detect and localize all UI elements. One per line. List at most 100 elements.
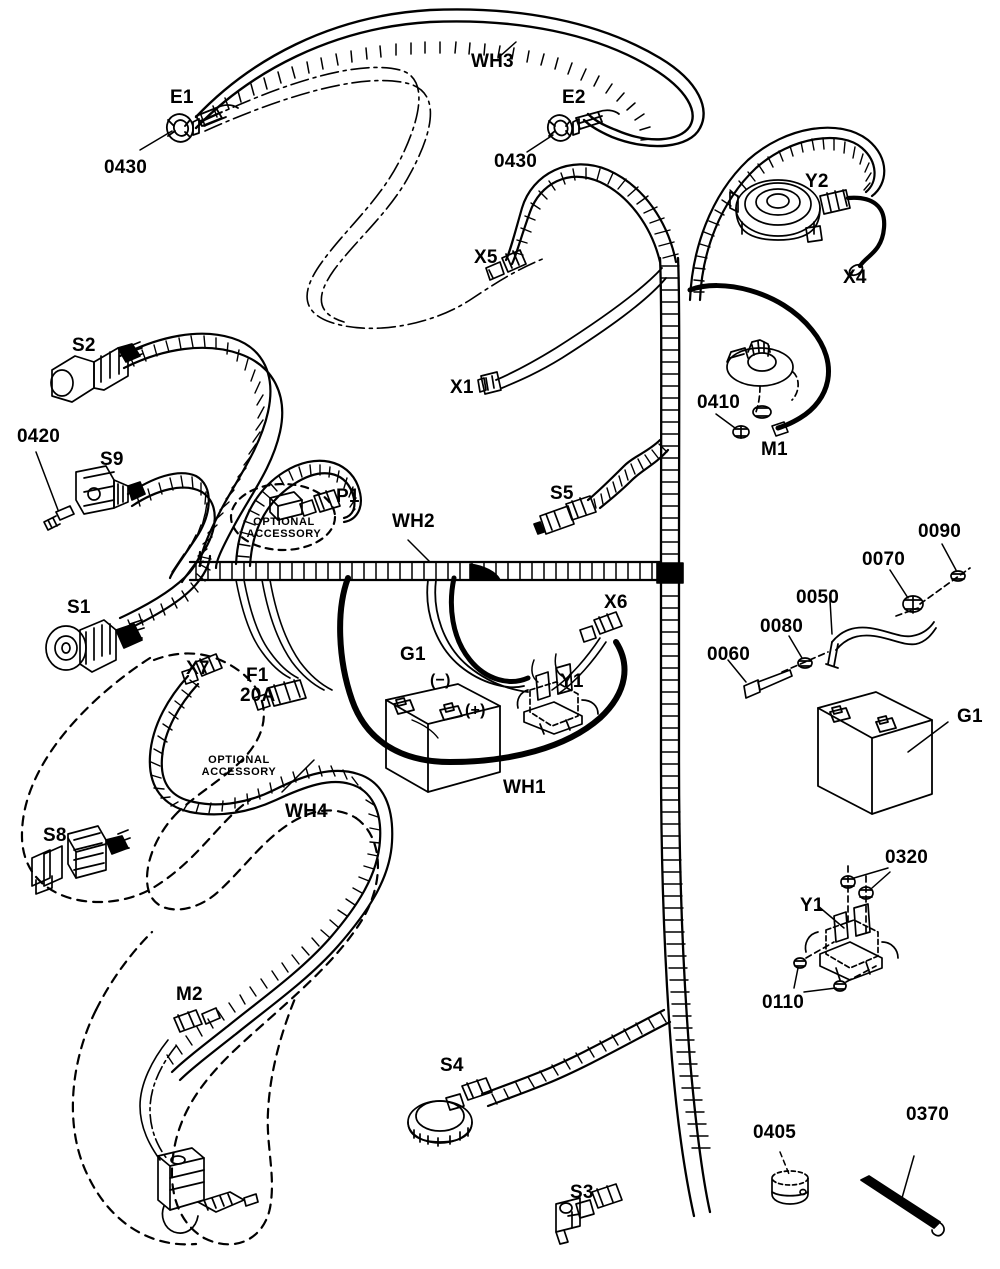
- label-s3: S3: [570, 1182, 594, 1203]
- leader-0370: [901, 1155, 915, 1199]
- label-y1-center: Y1: [560, 671, 584, 692]
- optional-accessory-top-line1: OPTIONAL: [253, 516, 315, 528]
- label-e1: E1: [170, 87, 194, 108]
- label-g1-right: G1: [957, 706, 983, 727]
- leader-0320-a: [853, 867, 889, 879]
- label-x4: X4: [843, 267, 867, 288]
- label-s8: S8: [43, 825, 67, 846]
- label-m1: M1: [761, 439, 788, 460]
- label-f1: F1: [246, 665, 269, 686]
- label-battery-negative: (−): [430, 672, 451, 689]
- part-y1-solenoid-right: [804, 903, 899, 981]
- wire-x6: [551, 637, 607, 695]
- leader-0050: [829, 599, 833, 635]
- part-0070-nut: [895, 595, 924, 617]
- part-0080-nut: [781, 651, 829, 673]
- harness-s5-loom: [586, 438, 670, 510]
- label-battery-positive: (+): [465, 702, 486, 719]
- part-s9-switch: [75, 465, 146, 515]
- optional-accessory-bottom-outline: [20, 652, 379, 1246]
- wire-x1-pair: [495, 267, 667, 389]
- harness-wh4: [148, 674, 394, 1082]
- label-s5: S5: [550, 483, 574, 504]
- leader-0420: [35, 451, 59, 511]
- leader-0410: [715, 413, 736, 429]
- label-s9: S9: [100, 449, 124, 470]
- part-x7-connector: [181, 653, 223, 685]
- part-0405-boot: [771, 1170, 809, 1205]
- part-s4-switch: [407, 1100, 473, 1147]
- harness-s5-ribs: [593, 443, 668, 509]
- harness-wh2-ribs: [195, 561, 653, 581]
- part-m1-terminal: [771, 421, 789, 437]
- part-m1-motor: [726, 339, 799, 419]
- label-0405: 0405: [753, 1122, 797, 1143]
- label-wh1: WH1: [503, 777, 546, 798]
- label-0420: 0420: [17, 426, 61, 447]
- leader-0405: [779, 1151, 790, 1175]
- leader-0080: [788, 635, 803, 659]
- label-0110: 0110: [762, 992, 805, 1013]
- part-m2-motor: [157, 1147, 259, 1234]
- part-p1-plug: [299, 489, 341, 517]
- optional-accessory-top-line2: ACCESSORY: [246, 527, 322, 540]
- label-0430-left: 0430: [104, 157, 148, 178]
- label-g1-center: G1: [400, 644, 426, 665]
- label-wh4: WH4: [285, 801, 328, 822]
- leader-wh4: [281, 759, 315, 793]
- label-f1-rating: 20A: [240, 685, 276, 706]
- harness-s9-ribs: [136, 475, 208, 573]
- part-e1-connector: [195, 104, 239, 127]
- cable-wh1-main: [337, 575, 628, 765]
- label-x6: X6: [604, 592, 628, 613]
- part-s3-switch: [555, 1197, 581, 1245]
- harness-main-vertical-ribs: [660, 265, 711, 1149]
- label-wh3: WH3: [471, 51, 514, 72]
- part-g1-battery-right: [817, 691, 933, 815]
- label-0320: 0320: [885, 847, 929, 868]
- leader-0430-left: [139, 130, 173, 151]
- part-0430-grommet-left: [165, 113, 200, 143]
- harness-s4-branch: [480, 1008, 672, 1108]
- part-optional-accessory-box-top: [269, 491, 303, 521]
- part-0420-screw: [43, 505, 75, 531]
- cable-wh1-inner: [448, 575, 531, 684]
- leader-0090: [941, 543, 957, 571]
- part-0050-holddown-rod: [825, 621, 937, 669]
- part-f1-fuse: [253, 679, 307, 711]
- leader-wh2: [407, 539, 431, 563]
- label-0070: 0070: [862, 549, 906, 570]
- part-0090-nut: [919, 567, 971, 605]
- label-0090: 0090: [918, 521, 962, 542]
- label-y1-right: Y1: [800, 895, 824, 916]
- part-y2-connector: [819, 189, 851, 215]
- leader-wh3: [497, 41, 517, 59]
- harness-s1-ribs: [127, 556, 212, 631]
- label-0410: 0410: [697, 392, 741, 413]
- harness-x5-branch: [504, 163, 678, 266]
- loom-junction-block: [656, 562, 684, 584]
- leader-g1-right: [907, 721, 949, 753]
- part-s1-switch: [45, 619, 145, 673]
- label-x7: X7: [186, 658, 210, 679]
- part-x5-connector: [485, 249, 527, 281]
- wh2-wire-bundle-exit: [469, 563, 501, 581]
- label-s1: S1: [67, 597, 91, 618]
- optional-accessory-top-label: OPTIONAL ACCESSORY: [244, 516, 324, 540]
- label-m2: M2: [176, 984, 203, 1005]
- label-0430-right: 0430: [494, 151, 538, 172]
- part-0320-nuts: [840, 865, 874, 937]
- harness-wh2: [188, 560, 662, 582]
- optional-accessory-bottom-line1: OPTIONAL: [208, 754, 270, 766]
- optional-accessory-bottom-label: OPTIONAL ACCESSORY: [196, 754, 282, 778]
- part-0110-nuts: [793, 941, 877, 992]
- harness-y2-ribs: [693, 137, 872, 293]
- label-s2: S2: [72, 335, 96, 356]
- harness-s2-loom: [118, 332, 284, 570]
- label-0050: 0050: [796, 587, 840, 608]
- part-m2-connector: [173, 1007, 221, 1033]
- leader-0060: [727, 659, 747, 683]
- optional-accessory-bottom-line2: ACCESSORY: [201, 765, 277, 778]
- label-s4: S4: [440, 1055, 464, 1076]
